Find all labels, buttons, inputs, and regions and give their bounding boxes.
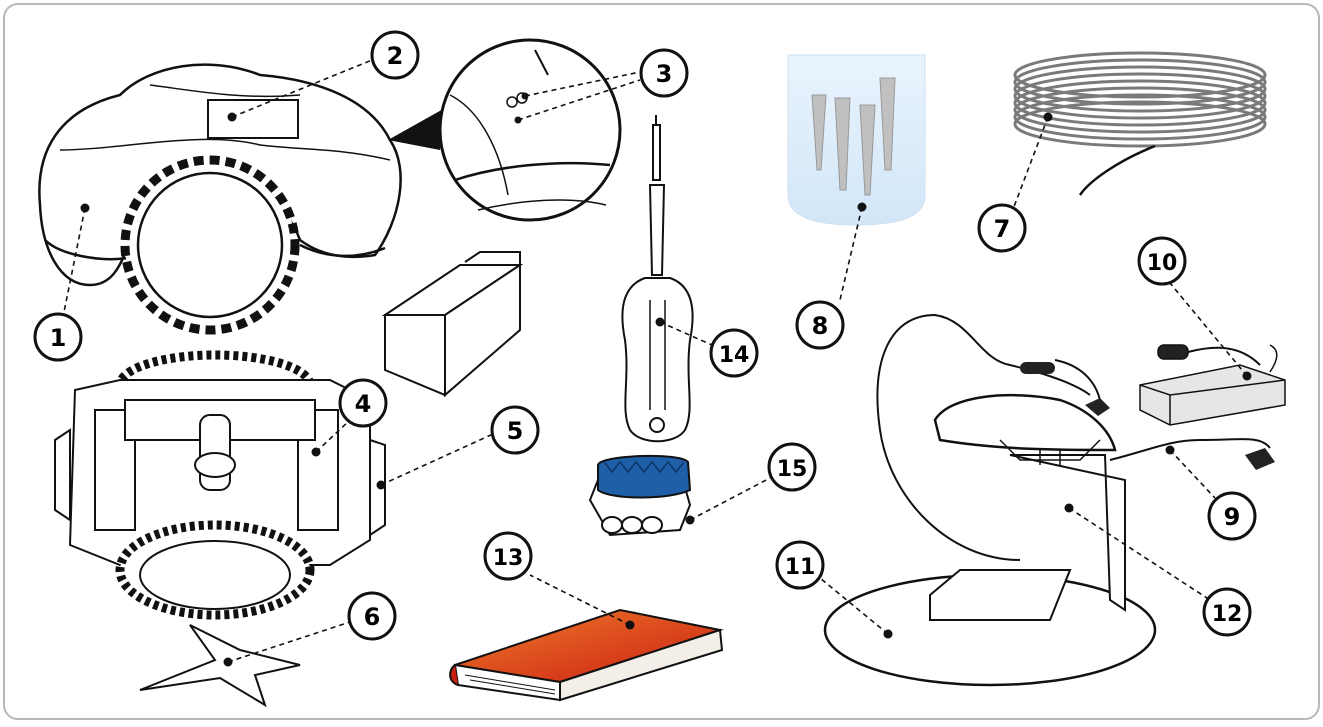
leader-line-7 xyxy=(1011,116,1049,213)
leader-line-1 xyxy=(62,207,86,318)
svg-text:13: 13 xyxy=(493,546,524,571)
callout-9: 9 xyxy=(1207,491,1257,541)
leader-line-8 xyxy=(839,206,863,301)
manual-book-drawing xyxy=(449,608,724,702)
leader-line-3b xyxy=(517,79,641,121)
svg-text:4: 4 xyxy=(355,390,372,418)
callout-15: 15 xyxy=(767,442,817,492)
leader-line-13 xyxy=(529,574,631,626)
leader-lines xyxy=(62,59,1248,663)
wire-connector-drawing xyxy=(588,454,692,537)
power-supply-drawing xyxy=(1139,344,1286,426)
leader-line-5 xyxy=(380,433,494,486)
wire-coil-drawing xyxy=(1013,51,1267,196)
svg-text:8: 8 xyxy=(812,312,829,340)
callout-8: 8 xyxy=(795,300,845,350)
charging-station-drawing xyxy=(823,359,1157,687)
callout-10: 10 xyxy=(1137,236,1187,286)
callout-6: 6 xyxy=(347,591,397,641)
power-cable-drawing xyxy=(876,313,1091,561)
callout-2: 2 xyxy=(370,30,420,80)
callout-11: 11 xyxy=(775,540,825,590)
extension-cable-drawing xyxy=(1109,438,1275,470)
svg-text:7: 7 xyxy=(994,215,1011,243)
leader-line-9 xyxy=(1169,449,1216,499)
svg-text:2: 2 xyxy=(387,42,404,70)
callout-4: 4 xyxy=(338,378,388,428)
mower-gear-ring xyxy=(120,155,300,335)
svg-text:5: 5 xyxy=(507,417,524,445)
callout-12: 12 xyxy=(1202,587,1252,637)
leader-line-12 xyxy=(1068,507,1211,601)
chassis-drawing xyxy=(54,350,386,620)
svg-text:10: 10 xyxy=(1147,251,1178,276)
callout-13: 13 xyxy=(483,531,533,581)
leader-line-4 xyxy=(315,419,351,453)
detail-magnifier xyxy=(388,38,622,222)
screwdriver-drawing xyxy=(621,115,694,443)
svg-text:12: 12 xyxy=(1212,602,1243,627)
cable-plug-drawing xyxy=(1020,362,1055,374)
leader-line-15 xyxy=(689,477,771,521)
svg-text:6: 6 xyxy=(364,603,381,631)
svg-text:3: 3 xyxy=(656,60,673,88)
svg-text:11: 11 xyxy=(785,555,816,580)
anchor-dots xyxy=(80,92,1252,667)
leader-line-11 xyxy=(819,577,889,635)
svg-text:14: 14 xyxy=(719,343,750,368)
leader-line-10 xyxy=(1169,282,1248,377)
leader-line-3a xyxy=(524,71,641,97)
station-plug-drawing xyxy=(1085,398,1110,416)
leader-line-14 xyxy=(659,321,713,346)
svg-text:15: 15 xyxy=(777,457,808,482)
callout-3: 3 xyxy=(639,48,689,98)
battery-box-drawing xyxy=(381,251,524,398)
callout-7: 7 xyxy=(977,203,1027,253)
leader-line-6 xyxy=(227,621,351,663)
pegs-bag-drawing xyxy=(787,54,926,226)
blade-drawing xyxy=(139,624,301,708)
svg-text:9: 9 xyxy=(1224,503,1241,531)
callout-5: 5 xyxy=(490,405,540,455)
leader-line-2 xyxy=(231,59,373,118)
callout-1: 1 xyxy=(33,312,83,362)
callout-14: 14 xyxy=(709,328,759,378)
svg-text:1: 1 xyxy=(50,324,67,352)
